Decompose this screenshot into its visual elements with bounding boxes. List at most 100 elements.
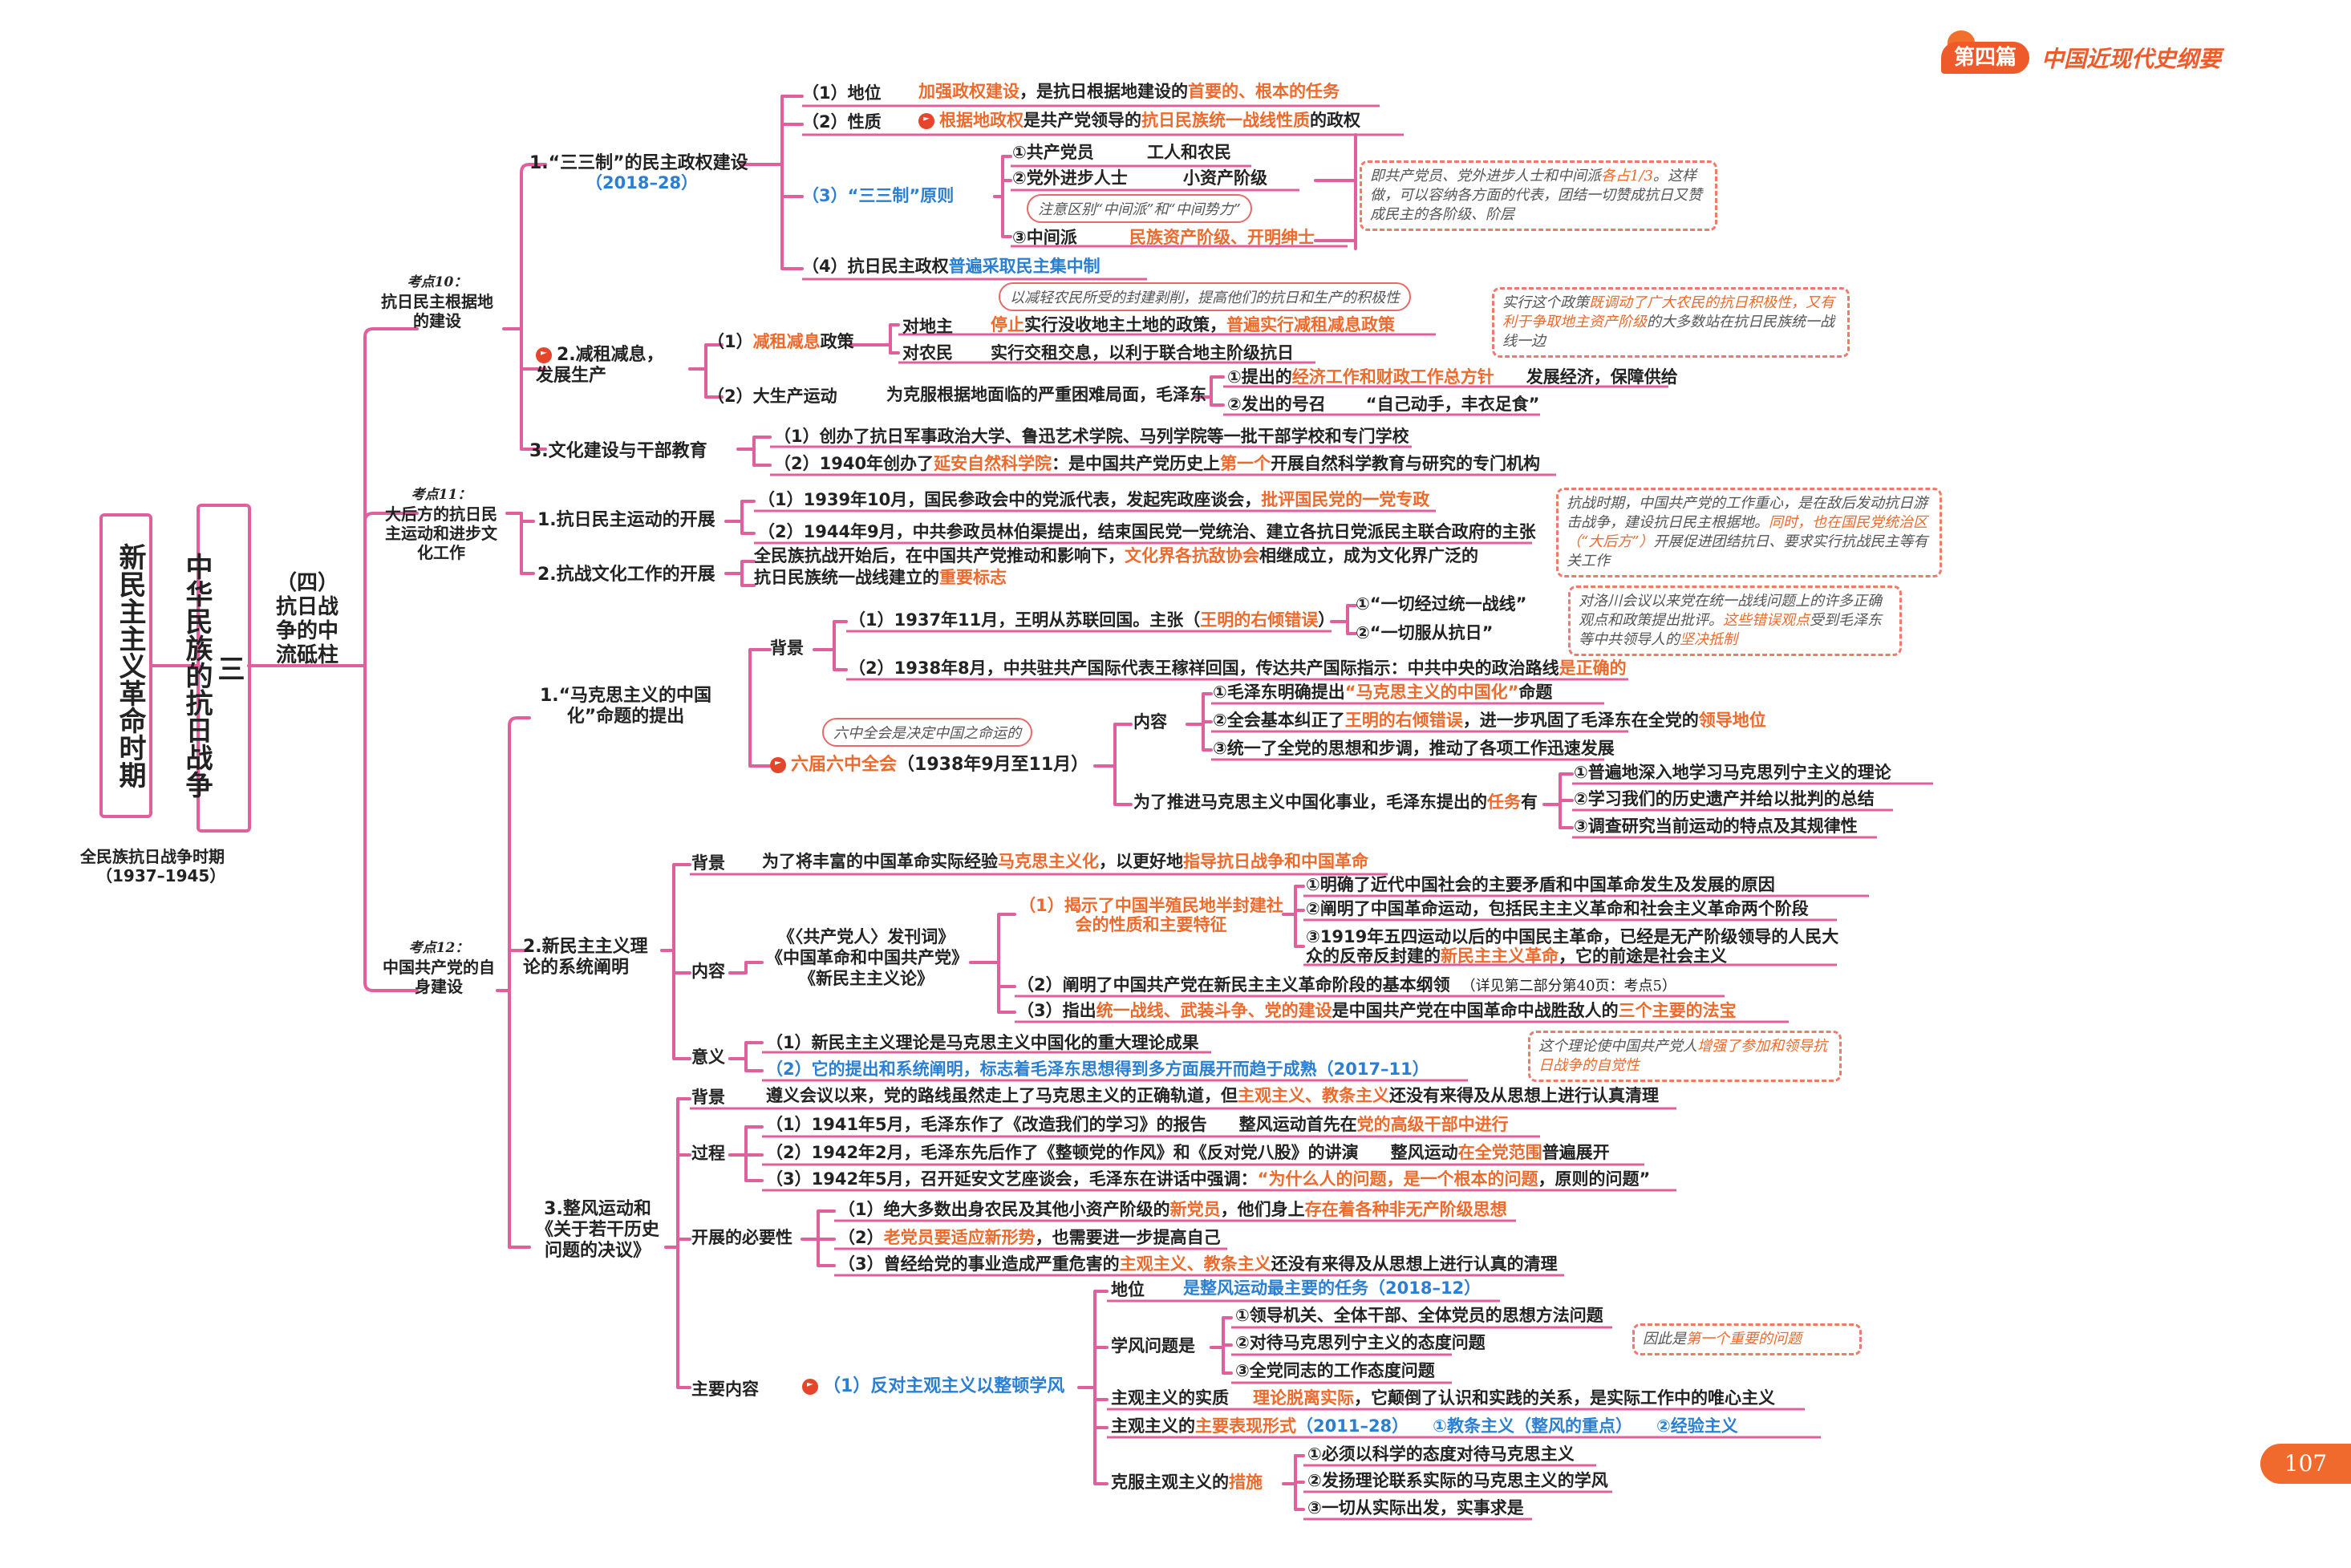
s2-books: 《〈共产党人〉发刊词》 《中国革命和中国共产党》 《新民主主义论》 <box>766 926 968 989</box>
s3-pos-label: 地位 <box>1111 1280 1145 1299</box>
s3-sf2: ②对待马克思列宁主义的态度问题 <box>1235 1333 1486 1352</box>
kp12-s2: 2.新民主主义理论的系统阐明 <box>523 937 648 978</box>
s2-note-box: 这个理论使中国共产党人增强了参加和领导抗日战争的自觉性 <box>1528 1031 1842 1082</box>
era-title: 新民主主义革命时期 <box>99 513 152 818</box>
s2-r2: （2）阐明了中国共产党在新民主主义革命阶段的基本纲领（详见第二部分第40页：考点… <box>1017 975 1676 995</box>
s2-r1-3: ③1919年五四运动以后的中国民主革命，已经是无产阶级领导的人民大众的反帝反封建… <box>1306 927 1839 966</box>
s2-bg-label: 背景 <box>691 853 725 873</box>
kp12-bg2: （2）1938年8月，中共驻共产国际代表王稼祥回国，传达共产国际指示：中共中央的… <box>849 658 1627 678</box>
mz-policy-2: ②发出的号召“自己动手，丰衣足食” <box>1227 395 1540 414</box>
kp12-title: 考点12： 中国共产党的自身建设 <box>379 938 499 996</box>
flag-icon <box>770 757 786 773</box>
s3-ov2: ②发扬理论联系实际的马克思主义的学风 <box>1307 1471 1608 1490</box>
kp10-name: 抗日民主根据地的建设 <box>381 292 493 330</box>
flag-icon <box>918 113 934 129</box>
plenum-note: 六中全会是决定中国之命运的 <box>822 718 1032 747</box>
kp10-n2: 2.减租减息，发展生产 <box>536 345 664 386</box>
s2-r1: （1）揭示了中国半殖民地半封建社会的性质和主要特征 <box>1019 896 1283 934</box>
kp10-title: 考点10： 抗日民主根据地的建设 <box>377 273 497 330</box>
tri-party-note-box: 即共产党员、党外进步人士和中间派各占1/3。这样做，可以容纳各方面的代表，团结一… <box>1360 160 1717 231</box>
kp10-n3-2: （2）1940年创办了延安自然科学院：是中国共产党历史上第一个开展自然科学教育与… <box>774 454 1541 473</box>
rent-note-box: 实行这个政策既调动了广大农民的抗日积极性，又有利于争取地主资产阶级的大多数站在抗… <box>1492 287 1850 358</box>
kp10-n2-2-text: 为克服根据地面临的严重困难局面，毛泽东 <box>886 385 1206 404</box>
part-label: 第四篇 <box>1941 42 2029 74</box>
kp10-n1-4: （4）抗日民主政权普遍采取民主集中制 <box>802 257 1101 276</box>
s3-proc-label: 过程 <box>691 1144 725 1163</box>
kp12-bg-note-box: 对洛川会议以来党在统一战线问题上的许多正确观点和政策提出批评。这些错误观点受到毛… <box>1568 585 1902 656</box>
s3-need-label: 开展的必要性 <box>691 1228 792 1247</box>
kp10-n1: 1.“三三制”的民主政权建设 <box>529 153 748 173</box>
chapter-title: 三 中华民族的抗日战争 <box>180 504 251 833</box>
s3-main-content: （1）反对主观主义以整顿学风 <box>802 1378 1064 1396</box>
s2-sig2: （2）它的提出和系统阐明，标志着毛泽东思想得到多方面展开而趋于成熟（2017–1… <box>766 1060 1429 1079</box>
s3-main-label: 主要内容 <box>691 1380 759 1399</box>
s3-sf-note-box: 因此是第一个重要的问题 <box>1632 1323 1862 1355</box>
s3-pr2: （2）1942年2月，毛泽东先后作了《整顿党的作风》和《反对党八股》的讲演整风运… <box>766 1143 1610 1162</box>
landlord-label: 对地主 <box>902 317 953 336</box>
kp12-s1-bg-label: 背景 <box>770 638 804 658</box>
period-label: 全民族抗日战争时期 <box>80 847 225 866</box>
plenum-content-label: 内容 <box>1133 712 1167 731</box>
plenum-c2: ②全会基本纠正了王明的右倾错误，进一步巩固了毛泽东在全党的领导地位 <box>1213 711 1766 730</box>
plenum-c1: ①毛泽东明确提出“马克思主义的中国化”命题 <box>1213 683 1553 702</box>
sixth-plenum: 六届六中全会（1938年9月至11月） <box>770 756 1088 774</box>
chapter-name: 中华民族的抗日战争 <box>180 553 213 798</box>
kp10-n2-2: （2）大生产运动 <box>707 387 837 406</box>
kp10-n1-1-label: （1）地位 <box>802 83 882 103</box>
kp11-n2: 2.抗战文化工作的开展 <box>537 565 715 585</box>
kp12-s3: 3.整风运动和《关于若干历史问题的决议》 <box>535 1199 659 1261</box>
kp10-n1-2-label: （2）性质 <box>802 112 882 132</box>
s2-r1-1: ①明确了近代中国社会的主要矛盾和中国革命发生及发展的原因 <box>1306 875 1775 894</box>
s3-ov1: ①必须以科学的态度对待马克思主义 <box>1307 1444 1575 1464</box>
book-3: 《新民主主义论》 <box>799 969 934 988</box>
landlord-policy: 停止实行没收地主土地的政策，普遍实行减租减息政策 <box>991 315 1395 334</box>
kp10-n3: 3.文化建设与干部教育 <box>529 441 707 461</box>
s3-overcome: 克服主观主义的措施 <box>1111 1473 1263 1492</box>
s3-nd3: （3）曾经给党的事业造成严重危害的主观主义、教条主义还没有来得及从思想上进行认真… <box>838 1254 1558 1274</box>
kp11-n1-2: （2）1944年9月，中共参政员林伯渠提出，结束国民党一党统治、建立各抗日党派民… <box>758 522 1536 541</box>
tri-party-note: 注意区别“中间派”和“中间势力” <box>1027 194 1252 223</box>
tri-party-1: ①共产党员 <box>1012 143 1094 162</box>
kp11-name: 大后方的抗日民主运动和进步文化工作 <box>385 504 497 562</box>
peasant-label: 对农民 <box>902 343 953 363</box>
s3-sf1: ①领导机关、全体干部、全体党员的思想方法问题 <box>1235 1306 1603 1325</box>
kp10-n2-1: （1）减租减息政策 <box>707 332 854 351</box>
s3-pr3: （3）1942年5月，召开延安文艺座谈会，毛泽东在讲话中强调：“为什么人的问题，… <box>766 1169 1651 1189</box>
s3-nd1: （1）绝大多数出身农民及其他小资产阶级的新党员，他们身上存在着各种非无产阶级思想 <box>838 1200 1507 1219</box>
mz-policy-1: ①提出的经济工作和财政工作总方针发展经济，保障供给 <box>1227 367 1678 387</box>
kp12-tag: 考点12： <box>408 940 469 956</box>
kp10-tag: 考点10： <box>407 274 468 290</box>
kp10-n1-2: 根据地政权是共产党领导的抗日民族统一战线性质的政权 <box>918 112 1360 129</box>
rent-note: 以减轻农民所受的封建剥削，提高他们的抗日和生产的积极性 <box>999 282 1411 311</box>
flag-icon <box>802 1379 818 1395</box>
s3-bg: 遵义会议以来，党的路线虽然走上了马克思主义的正确轨道，但主观主义、教条主义还没有… <box>766 1086 1659 1105</box>
tri-party-3-value: 民族资产阶级、开明绅士 <box>1129 228 1315 247</box>
s2-sig-label: 意义 <box>691 1047 725 1067</box>
peasant-policy: 实行交租交息，以利于联合地主阶级抗日 <box>991 343 1294 363</box>
kp10-n1-1: 加强政权建设，是抗日根据地建设的首要的、根本的任务 <box>918 82 1340 101</box>
tri-party-2: ②党外进步人士 <box>1012 168 1128 188</box>
kp12-bg1-opt2: ②“一切服从抗日” <box>1356 623 1494 642</box>
s2-bg: 为了将丰富的中国革命实际经验马克思主义化，以更好地指导抗日战争和中国革命 <box>762 852 1368 871</box>
task-3: ③调查研究当前运动的特点及其规律性 <box>1574 816 1858 836</box>
tri-party-2-value: 小资产阶级 <box>1183 168 1267 188</box>
s2-sig1: （1）新民主主义理论是马克思主义中国化的重大理论成果 <box>766 1033 1199 1052</box>
kp12-name: 中国共产党的自身建设 <box>383 958 495 996</box>
plenum-c3: ③统一了全党的思想和步调，推动了各项工作迅速发展 <box>1213 739 1615 758</box>
page-header: 第四篇 中国近现代史纲要 <box>1941 30 2278 79</box>
s2-r1-2: ②阐明了中国革命运动，包括民主主义革命和社会主义革命两个阶段 <box>1306 899 1809 918</box>
kp11-n2-b: 抗日民族统一战线建立的重要标志 <box>754 568 1007 587</box>
kp12-bg1-opt1: ①“一切经过统一战线” <box>1356 594 1527 614</box>
kp11-n2-a: 全民族抗战开始后，在中国共产党推动和影响下，文化界各抗敌协会相继成立，成为文化界… <box>754 546 1478 565</box>
tri-party-1-value: 工人和农民 <box>1147 143 1231 162</box>
book-1: 《〈共产党人〉发刊词》 <box>777 927 955 946</box>
kp12-bg1: （1）1937年11月，王明从苏联回国。主张（王明的右倾错误） <box>849 610 1336 630</box>
period-years: （1937–1945） <box>96 866 226 885</box>
s3-pos: 是整风运动最主要的任务（2018–12） <box>1183 1278 1482 1298</box>
kp11-tag: 考点11： <box>411 487 472 503</box>
s3-nd2: （2）老党员要适应新形势，也需要进一步提高自己 <box>838 1228 1221 1247</box>
task-2: ②学习我们的历史遗产并给以批判的总结 <box>1574 789 1875 808</box>
kp10-n1-year: （2018–28） <box>586 173 699 192</box>
task-1: ①普遍地深入地学习马克思列宁主义的理论 <box>1574 763 1891 782</box>
